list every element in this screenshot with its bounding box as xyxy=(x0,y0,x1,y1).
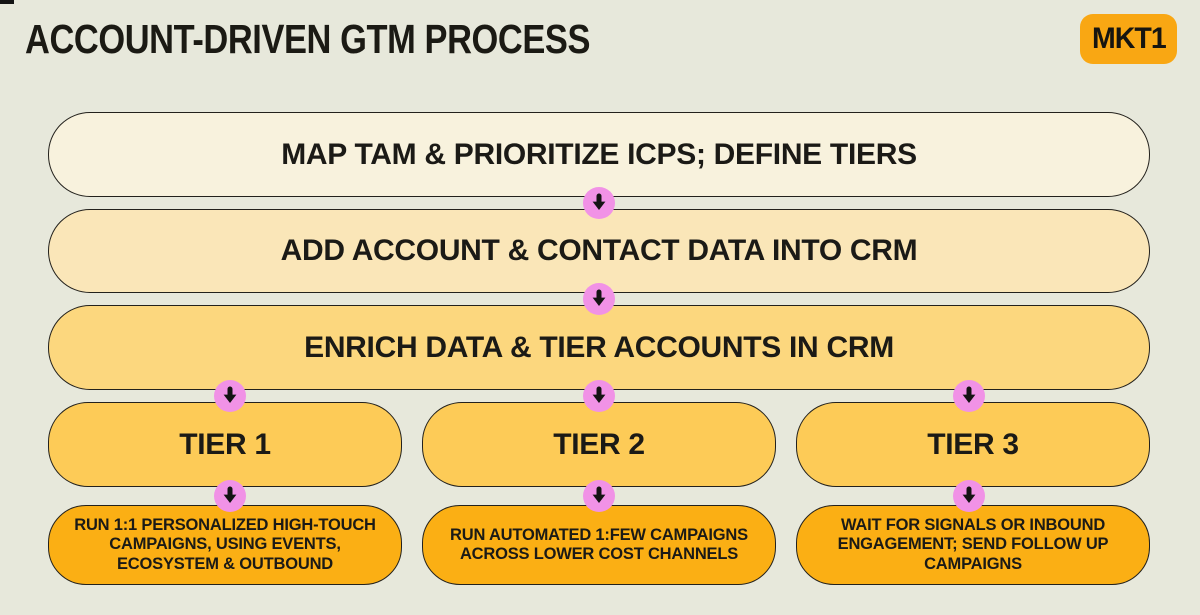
detail-label: RUN AUTOMATED 1:FEW CAMPAIGNS ACROSS LOW… xyxy=(450,525,748,563)
stage-box-3: ENRICH DATA & TIER ACCOUNTS IN CRM xyxy=(48,305,1150,390)
down-arrow-icon xyxy=(583,480,615,512)
down-arrow-icon xyxy=(583,187,615,219)
tier-label: TIER 2 xyxy=(553,427,645,461)
tier-box-1: TIER 1 xyxy=(48,402,402,487)
detail-label: RUN 1:1 PERSONALIZED HIGH-TOUCH CAMPAIGN… xyxy=(74,516,376,573)
arrow-glyph xyxy=(962,486,976,503)
corner-mark xyxy=(0,0,14,4)
arrow-glyph xyxy=(592,289,606,306)
down-arrow-icon xyxy=(583,283,615,315)
stage-box-2: ADD ACCOUNT & CONTACT DATA INTO CRM xyxy=(48,209,1150,293)
stage-label: ADD ACCOUNT & CONTACT DATA INTO CRM xyxy=(280,234,918,267)
detail-label: WAIT FOR SIGNALS OR INBOUND ENGAGEMENT; … xyxy=(837,516,1109,573)
brand-badge: MKT1 xyxy=(1080,14,1177,64)
tier-label: TIER 1 xyxy=(179,427,271,461)
arrow-glyph xyxy=(592,486,606,503)
arrow-glyph xyxy=(962,386,976,403)
down-arrow-icon xyxy=(953,380,985,412)
stage-label: MAP TAM & PRIORITIZE ICPS; DEFINE TIERS xyxy=(281,137,917,171)
stage-label: ENRICH DATA & TIER ACCOUNTS IN CRM xyxy=(304,330,894,364)
brand-logo-text: MKT1 xyxy=(1091,22,1167,55)
arrow-glyph xyxy=(592,193,606,210)
detail-box-1: RUN 1:1 PERSONALIZED HIGH-TOUCH CAMPAIGN… xyxy=(48,505,402,585)
page-title: ACCOUNT-DRIVEN GTM PROCESS xyxy=(25,16,591,62)
detail-box-3: WAIT FOR SIGNALS OR INBOUND ENGAGEMENT; … xyxy=(796,505,1150,585)
down-arrow-icon xyxy=(214,380,246,412)
down-arrow-icon xyxy=(583,380,615,412)
stage-box-1: MAP TAM & PRIORITIZE ICPS; DEFINE TIERS xyxy=(48,112,1150,197)
tier-label: TIER 3 xyxy=(927,427,1019,461)
arrow-glyph xyxy=(223,486,237,503)
tier-box-3: TIER 3 xyxy=(796,402,1150,487)
arrow-glyph xyxy=(223,386,237,403)
down-arrow-icon xyxy=(953,480,985,512)
detail-box-2: RUN AUTOMATED 1:FEW CAMPAIGNS ACROSS LOW… xyxy=(422,505,776,585)
down-arrow-icon xyxy=(214,480,246,512)
tier-box-2: TIER 2 xyxy=(422,402,776,487)
arrow-glyph xyxy=(592,386,606,403)
